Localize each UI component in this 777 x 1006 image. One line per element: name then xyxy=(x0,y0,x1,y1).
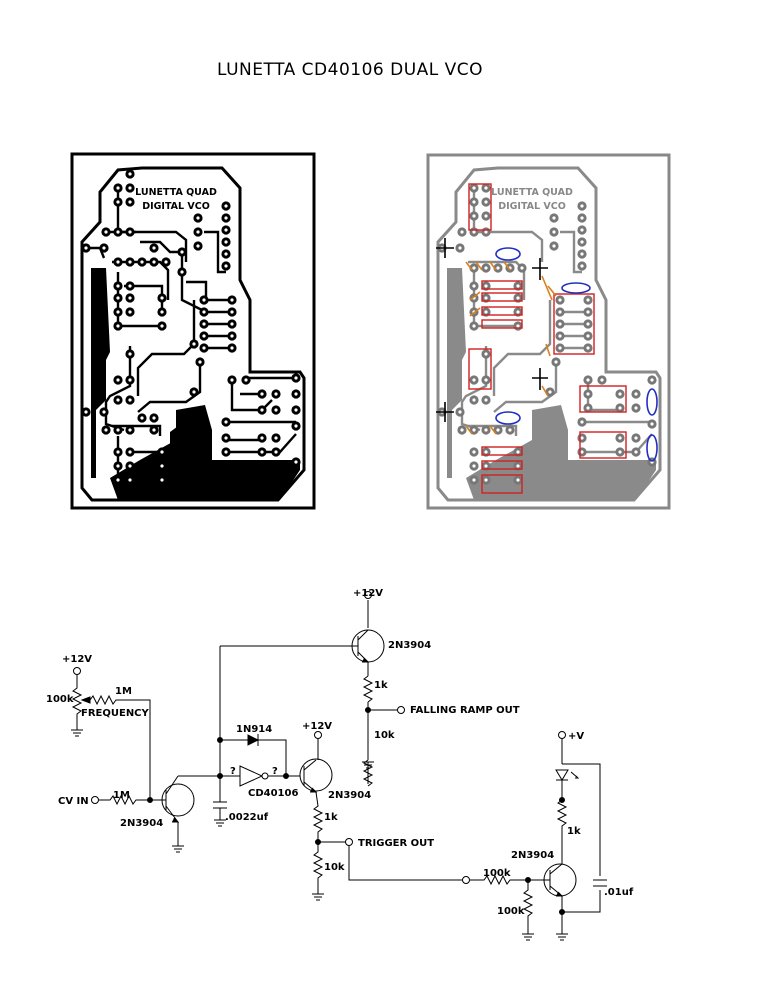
label-chip: CD40106 xyxy=(248,788,298,799)
label-frequency: FREQUENCY xyxy=(81,708,150,719)
label-q-top: 2N3904 xyxy=(388,640,431,651)
label-100k-bias: 100k xyxy=(497,906,525,917)
label-q-cv: 2N3904 xyxy=(120,818,163,829)
label-gate-out-q: ? xyxy=(272,766,278,777)
label-diode: 1N914 xyxy=(236,724,272,735)
pcb-left-label-line2: DIGITAL VCO xyxy=(142,201,210,212)
transistor-cv xyxy=(161,775,220,853)
label-gate-in-q: ? xyxy=(230,766,236,777)
ground-symbol xyxy=(362,761,374,784)
terminal-falling-ramp xyxy=(397,706,405,714)
schematic-labels: +12V 2N3904 +12V 100k 1M FREQUENCY 1k FA… xyxy=(46,588,634,917)
label-1k-mid: 1k xyxy=(324,812,338,823)
page-title: LUNETTA CD40106 DUAL VCO xyxy=(216,60,484,80)
label-cap-timing: .0022uf xyxy=(225,812,269,823)
label-v12-top: +12V xyxy=(353,588,383,599)
label-cv-in: CV IN xyxy=(58,796,89,807)
label-q-right: 2N3904 xyxy=(511,850,554,861)
terminal-trigger-out xyxy=(345,838,353,846)
label-v12-left: +12V xyxy=(62,654,92,665)
label-trigger-out: TRIGGER OUT xyxy=(358,838,434,849)
terminal-12v-left xyxy=(73,667,81,675)
terminal-v-plus xyxy=(558,731,566,739)
label-v-plus: +V xyxy=(568,731,584,742)
label-cap-right: .01uf xyxy=(604,887,634,898)
pcb-copper-layout: LUNETTA QUAD DIGITAL VCO xyxy=(70,152,316,510)
label-100k-pot: 100k xyxy=(46,694,74,705)
terminal-cv-in xyxy=(91,796,99,804)
schematic xyxy=(71,591,607,941)
label-10k-mid: 10k xyxy=(324,862,345,873)
label-v12-mid: +12V xyxy=(302,721,332,732)
pcb-right-label-line1: LUNETTA QUAD xyxy=(491,187,573,198)
label-100k-in: 100k xyxy=(483,868,511,879)
terminal-12v-top xyxy=(364,591,372,599)
pcb-component-layout: LUNETTA QUAD DIGITAL VCO xyxy=(426,153,671,510)
label-10k-top: 10k xyxy=(374,730,395,741)
pcb-right-label-line2: DIGITAL VCO xyxy=(498,201,566,212)
label-q-mid: 2N3904 xyxy=(328,790,371,801)
label-falling-ramp: FALLING RAMP OUT xyxy=(410,705,520,716)
transistor-top xyxy=(220,600,385,787)
label-1k-top: 1k xyxy=(374,680,388,691)
pcb-left-label-line1: LUNETTA QUAD xyxy=(135,187,217,198)
label-1m-top: 1M xyxy=(115,686,132,697)
label-1m-cv: 1M xyxy=(113,790,130,801)
label-1k-right: 1k xyxy=(567,826,581,837)
